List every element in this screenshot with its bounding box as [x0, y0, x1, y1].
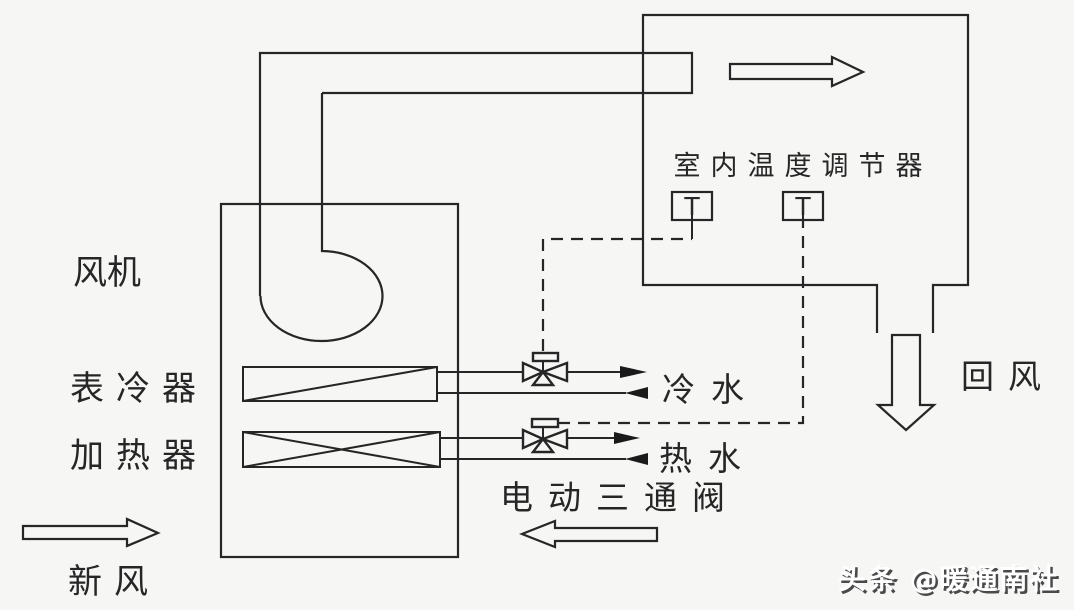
reverse-flow-arrow-icon — [518, 519, 659, 549]
heater-label: 加热器 — [70, 436, 208, 476]
control-line-hot — [558, 220, 805, 425]
supply-air-arrow-icon — [728, 55, 866, 88]
ahu-casing — [219, 202, 460, 559]
sensor-2-T: T — [794, 192, 811, 221]
heater-coil-icon — [242, 431, 441, 468]
cold-water-in-arrow-icon — [625, 387, 648, 399]
hot-valve-actuator — [530, 417, 560, 429]
watermark-shadow: 头条 @暖通南社 — [840, 565, 1062, 598]
sensor-leads — [691, 212, 804, 239]
fan-label: 风机 — [73, 253, 141, 293]
control-line-cold — [541, 237, 692, 351]
temperature-sensor-1: T — [670, 190, 714, 222]
fresh-air-label: 新风 — [68, 562, 160, 602]
return-air-arrow-icon — [875, 333, 937, 432]
cold-water-label: 冷水 — [662, 370, 760, 409]
hot-water-label: 热水 — [659, 439, 757, 478]
three-way-valve-label: 电动三通阀 — [500, 478, 740, 517]
cold-three-way-valve-icon — [521, 351, 569, 387]
cooler-label: 表冷器 — [70, 369, 208, 409]
cold-valve-actuator — [531, 351, 560, 363]
fan-scroll-icon — [259, 93, 384, 343]
cold-water-out-arrow-icon — [620, 366, 647, 378]
fresh-air-arrow-icon — [21, 517, 161, 548]
hot-water-in-arrow-icon — [625, 453, 648, 465]
hot-water-pipes — [440, 432, 648, 465]
hot-water-out-arrow-icon — [614, 432, 640, 444]
room-outline — [641, 13, 970, 333]
surface-cooler-coil-icon — [242, 366, 438, 402]
return-air-label: 回风 — [961, 357, 1055, 396]
cold-water-pipes — [437, 366, 648, 399]
supply-duct — [258, 51, 694, 296]
sensor-1-T: T — [683, 192, 700, 221]
thermostat-label: 室内温度调节器 — [674, 151, 933, 182]
temperature-sensor-2: T — [781, 190, 825, 222]
watermark: 头条 @暖通南社 — [838, 563, 1060, 596]
